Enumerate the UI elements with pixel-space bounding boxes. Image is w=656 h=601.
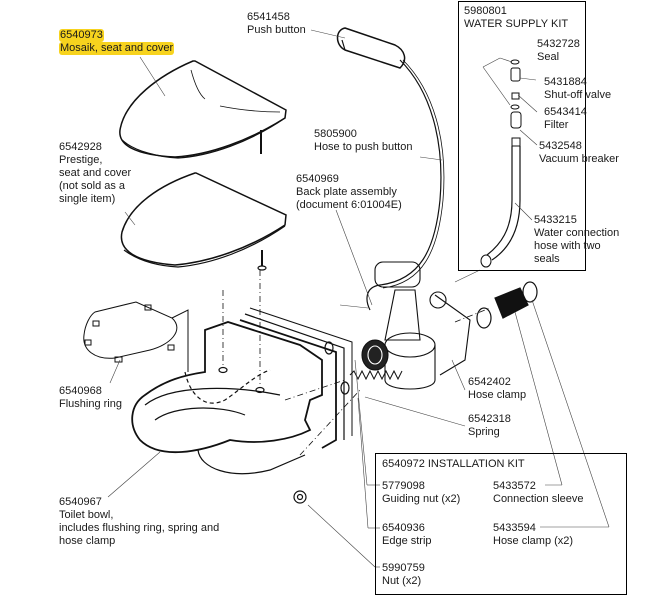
- install-kit-item: 5433594 Hose clamp (x2): [493, 522, 573, 548]
- part-number: 5433594: [493, 522, 536, 534]
- part-number: 6542318: [468, 413, 511, 425]
- part-number: 6540936: [382, 522, 425, 534]
- part-label-flushing-ring: 6540968 Flushing ring: [59, 385, 122, 411]
- part-label-mosaik: 6540973 Mosaik, seat and cover: [59, 29, 175, 55]
- install-kit-item: 6540936 Edge strip: [382, 522, 432, 548]
- install-kit-item: 5990759 Nut (x2): [382, 562, 425, 588]
- nut-illustration: [293, 341, 350, 504]
- part-number: 6542402: [468, 376, 511, 388]
- part-name: Shut-off valve: [544, 89, 612, 101]
- part-name-line: Water connection: [534, 227, 620, 239]
- kit-title: WATER SUPPLY KIT: [464, 18, 569, 30]
- part-label-push-button: 6541458 Push button: [247, 11, 306, 37]
- installation-kit-title: 6540972 INSTALLATION KIT: [382, 458, 525, 470]
- guide-lines: [222, 270, 491, 456]
- part-number: 6541458: [247, 11, 290, 23]
- part-number: 6542928: [59, 141, 102, 153]
- part-name: Push button: [247, 24, 306, 36]
- part-label-spring: 6542318 Spring: [468, 413, 511, 439]
- flushing-ring-illustration: [83, 301, 189, 372]
- water-kit-item: 5433215 Water connection hose with two s…: [534, 214, 619, 266]
- part-label-hose-push: 5805900 Hose to push button: [314, 128, 412, 154]
- part-name: Filter: [544, 119, 569, 131]
- part-name: Connection sleeve: [493, 493, 584, 505]
- part-number: 5433215: [534, 214, 577, 226]
- part-number: 6540973: [59, 29, 104, 42]
- part-name: Edge strip: [382, 535, 432, 547]
- part-name: Guiding nut (x2): [382, 493, 461, 505]
- install-kit-item: 5779098 Guiding nut (x2): [382, 480, 460, 506]
- push-button-illustration: [336, 27, 406, 69]
- part-number: 5990759: [382, 562, 425, 574]
- part-label-hose-clamp: 6542402 Hose clamp: [468, 376, 526, 402]
- part-number: 5805900: [314, 128, 357, 140]
- hose-illustration: [366, 59, 442, 311]
- water-kit-item: 5432728 Seal: [537, 38, 580, 64]
- part-label-toilet-bowl: 6540967 Toilet bowl, includes flushing r…: [59, 496, 219, 548]
- part-name-line: single item): [59, 193, 116, 205]
- part-name-line: seat and cover: [59, 167, 132, 179]
- part-name-line: Back plate assembly: [296, 186, 397, 198]
- part-name-line: Toilet bowl,: [59, 509, 114, 521]
- part-name: Spring: [468, 426, 500, 438]
- part-number: 5431884: [544, 76, 587, 88]
- part-number: 6540967: [59, 496, 102, 508]
- water-kit-item: 6543414 Filter: [544, 106, 587, 132]
- part-number: 5779098: [382, 480, 425, 492]
- water-supply-kit-box: [458, 1, 586, 271]
- part-name: Seal: [537, 51, 560, 63]
- connection-sleeve-illustration: [476, 281, 538, 329]
- part-name: Nut (x2): [382, 575, 422, 587]
- part-name-line: (not sold as a: [59, 180, 126, 192]
- part-number: 5432728: [537, 38, 580, 50]
- toilet-bowl-illustration: [131, 307, 353, 475]
- part-name: Hose clamp: [468, 389, 527, 401]
- part-number: 5433572: [493, 480, 536, 492]
- install-kit-item: 5433572 Connection sleeve: [493, 480, 584, 506]
- part-name-line: (document 6:01004E): [296, 199, 402, 211]
- part-name: Hose to push button: [314, 141, 413, 153]
- water-kit-item: 5431884 Shut-off valve: [544, 76, 611, 102]
- part-name-line: hose with two: [534, 240, 601, 252]
- part-name: Vacuum breaker: [539, 153, 619, 165]
- part-name-line: seals: [534, 253, 560, 265]
- part-label-back-plate: 6540969 Back plate assembly (document 6:…: [296, 173, 402, 212]
- part-name-line: hose clamp: [59, 535, 116, 547]
- water-kit-item: 5432548 Vacuum breaker: [539, 140, 619, 166]
- part-name: Hose clamp (x2): [493, 535, 574, 547]
- part-name-line: Prestige,: [59, 154, 103, 166]
- part-label-prestige: 6542928 Prestige, seat and cover (not so…: [59, 141, 131, 206]
- kit-number: 5980801: [464, 5, 507, 17]
- water-kit-title: 5980801 WATER SUPPLY KIT: [464, 5, 568, 31]
- leader-lines: [107, 29, 610, 568]
- part-name: Mosaik, seat and cover: [59, 42, 175, 55]
- back-plate-assembly-illustration: [349, 261, 471, 390]
- part-name-line: includes flushing ring, spring and: [59, 522, 220, 534]
- part-number: 6540968: [59, 385, 102, 397]
- installation-kit-box: [375, 453, 627, 595]
- part-number: 5432548: [539, 140, 582, 152]
- part-name: Flushing ring: [59, 398, 122, 410]
- part-number: 6543414: [544, 106, 587, 118]
- mosaik-seat-illustration: [119, 60, 287, 159]
- prestige-seat-illustration: [120, 172, 287, 271]
- water-kit-illustration: [480, 59, 522, 268]
- part-number: 6540969: [296, 173, 339, 185]
